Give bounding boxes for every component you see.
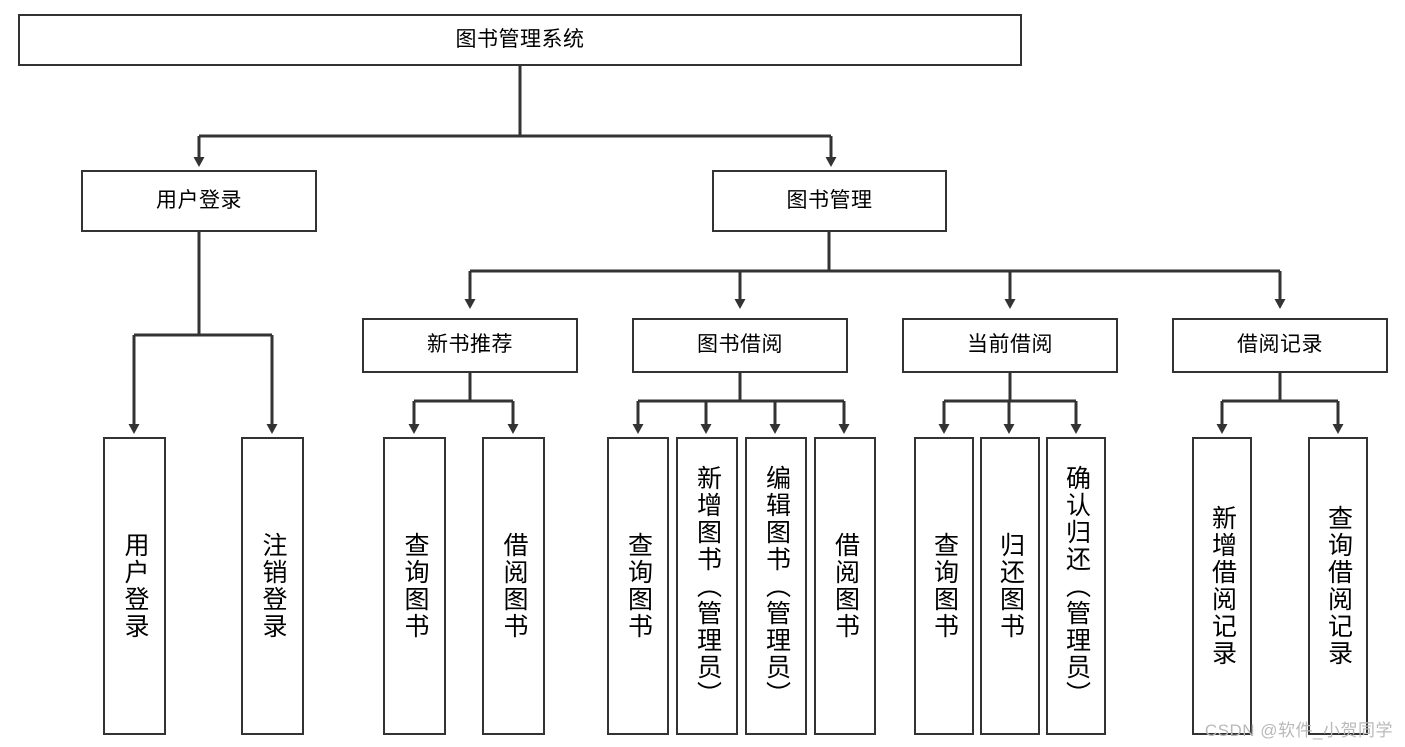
node-label: 借阅图书: [831, 532, 860, 640]
leaf-add-borrow-record[interactable]: 新增借阅记录: [1192, 437, 1252, 735]
node-borrow-record[interactable]: 借阅记录: [1172, 318, 1388, 373]
node-new-book-recommend[interactable]: 新书推荐: [362, 318, 578, 373]
leaf-query-book-recommend[interactable]: 查询图书: [383, 437, 446, 735]
node-label: 新书推荐: [427, 333, 513, 357]
node-book-borrow[interactable]: 图书借阅: [632, 318, 848, 373]
node-label: 新增借阅记录: [1208, 505, 1237, 667]
node-label: 用户登录: [156, 188, 242, 212]
leaf-query-book-borrow[interactable]: 查询图书: [607, 437, 669, 735]
leaf-borrow-book-recommend[interactable]: 借阅图书: [482, 437, 545, 735]
leaf-user-login[interactable]: 用户登录: [103, 437, 166, 735]
node-label: 图书借阅: [697, 333, 783, 357]
node-label: 借阅记录: [1237, 333, 1323, 357]
node-label: 查询图书: [401, 532, 429, 640]
leaf-confirm-return-admin[interactable]: 确认归还（管理员）: [1046, 437, 1106, 735]
node-label: 注销登录: [259, 532, 287, 640]
node-label: 确认归还（管理员）: [1062, 464, 1091, 708]
node-label: 图书管理系统: [455, 27, 585, 51]
leaf-logout[interactable]: 注销登录: [241, 437, 304, 735]
node-label: 查询借阅记录: [1324, 505, 1353, 667]
node-label: 归还图书: [996, 532, 1025, 640]
node-current-borrow[interactable]: 当前借阅: [902, 318, 1118, 373]
leaf-edit-book-admin[interactable]: 编辑图书（管理员）: [745, 437, 807, 735]
leaf-borrow-book[interactable]: 借阅图书: [814, 437, 876, 735]
node-label: 查询图书: [930, 532, 959, 640]
leaf-query-borrow-record[interactable]: 查询借阅记录: [1308, 437, 1368, 735]
node-label: 编辑图书（管理员）: [762, 464, 791, 708]
node-label: 新增图书（管理员）: [693, 464, 722, 708]
leaf-query-book-current[interactable]: 查询图书: [914, 437, 974, 735]
node-label: 当前借阅: [967, 333, 1053, 357]
node-book-management[interactable]: 图书管理: [712, 170, 947, 232]
watermark: CSDN @软件_小贺同学: [1204, 721, 1393, 740]
node-label: 借阅图书: [500, 532, 528, 640]
node-label: 图书管理: [786, 188, 873, 212]
node-label: 用户登录: [121, 532, 149, 640]
node-root[interactable]: 图书管理系统: [18, 14, 1022, 66]
leaf-add-book-admin[interactable]: 新增图书（管理员）: [676, 437, 738, 735]
node-label: 查询图书: [624, 532, 653, 640]
leaf-return-book[interactable]: 归还图书: [980, 437, 1040, 735]
node-user-login[interactable]: 用户登录: [81, 170, 317, 232]
